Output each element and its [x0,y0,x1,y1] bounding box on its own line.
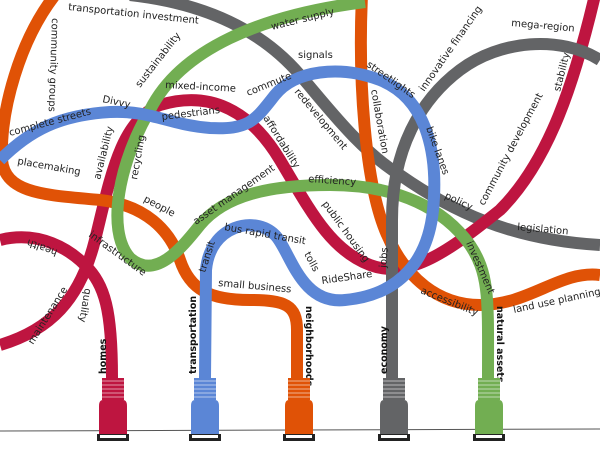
category-label-neighborhoods: neighborhoods [303,306,314,387]
plug-transportation [189,378,221,441]
term-efficiency: efficiency [308,174,357,188]
term-tolls: tolls [301,250,320,274]
natural-assets-cable [111,0,495,379]
plug-neighborhoods [283,378,315,441]
category-label-homes: homes [98,338,109,374]
plug-homes [97,378,129,441]
term-community-groups: community groups [46,18,60,112]
transportation-cable [0,65,441,379]
term-signals: signals [298,50,333,61]
term-jobs: jobs [378,247,391,269]
term-rideshare: RideShare [321,269,373,287]
term-legislation: legislation [517,222,569,237]
homes-cable-main [0,0,600,351]
category-label-economy: economy [379,325,390,374]
term-placemaking: placemaking [16,156,81,178]
category-label-transportation: transportation [188,296,199,374]
category-label-natural-assets: natural assets [494,306,505,383]
term-mixed-income: mixed-income [165,80,236,95]
term-maintenance: maintenance [26,285,70,346]
homes-cable-homes [0,231,118,379]
plug-economy [378,378,410,441]
economy-cable-economy [386,38,600,378]
neighborhoods-cable-left [0,0,303,378]
term-mega-region: mega-region [511,18,575,35]
plug-natural-assets [473,378,505,441]
